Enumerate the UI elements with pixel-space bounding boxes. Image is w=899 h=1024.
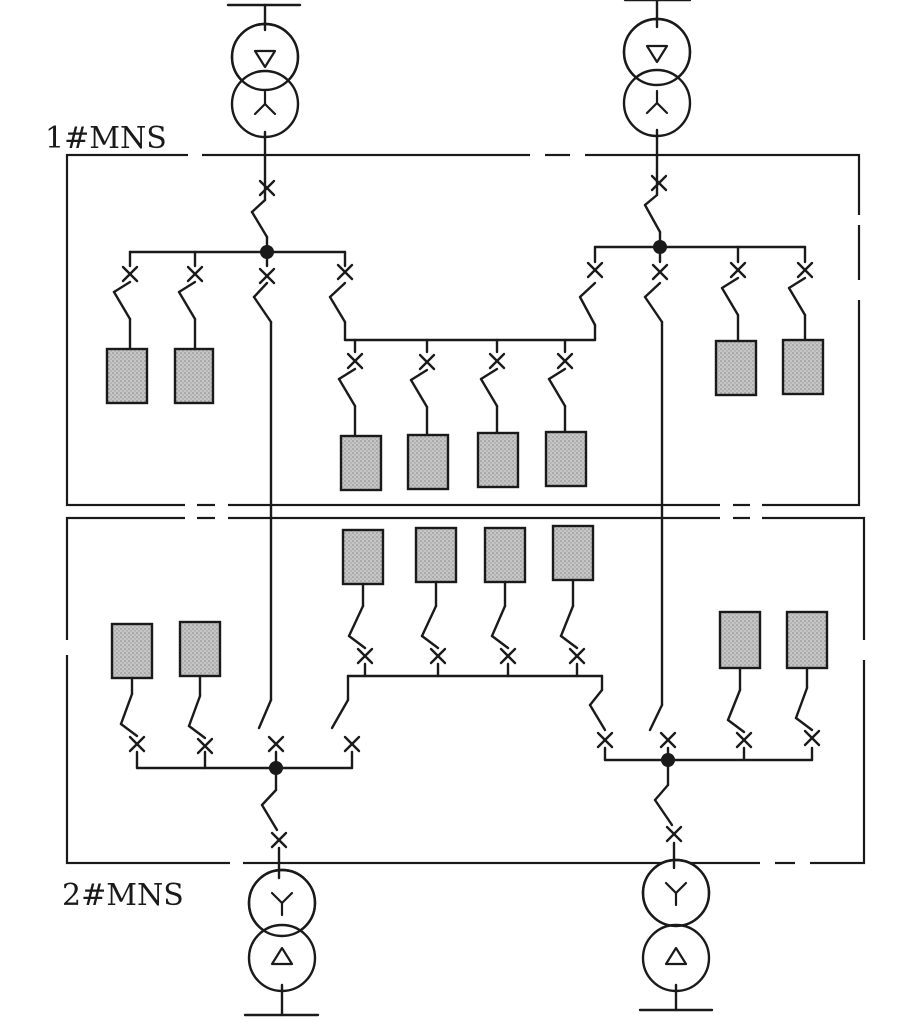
load-cabinet-icon [337, 367, 383, 492]
circuit-breaker-icon [343, 735, 361, 753]
circuit-breaker-icon [346, 352, 364, 370]
circuit-breaker-icon [488, 352, 506, 370]
load-cabinet-icon [406, 368, 450, 491]
circuit-breaker-icon [418, 353, 436, 371]
bus-node-icon [661, 753, 675, 767]
bottom-switchboard-frame [64, 515, 867, 866]
circuit-breaker-icon [429, 647, 447, 665]
circuit-breaker-icon [270, 831, 288, 849]
circuit-breaker-icon [735, 731, 753, 749]
switchboard-2-label: 2#MNS [62, 878, 184, 913]
circuit-breaker-icon [258, 179, 276, 197]
circuit-breaker-icon [196, 737, 214, 755]
circuit-breakers [121, 174, 821, 849]
busbars-and-feeders [128, 0, 814, 1017]
load-cabinet-icon [173, 280, 215, 405]
circuit-breaker-icon [650, 174, 668, 192]
load-cabinet-icon [551, 524, 595, 650]
transformer-icon [247, 868, 317, 993]
circuit-breaker-icon [336, 263, 354, 281]
circuit-breaker-icon [803, 729, 821, 747]
load-cabinet-icon [414, 526, 458, 650]
load-cabinet-icon [714, 276, 758, 397]
bus-nodes [260, 240, 675, 775]
switchboard-1-label: 1#MNS [45, 121, 167, 156]
load-cabinet-icon [178, 620, 222, 740]
bus-node-icon [260, 245, 274, 259]
load-cabinet-icon [476, 367, 520, 489]
circuit-breaker-icon [596, 731, 614, 749]
transformers [230, 17, 711, 993]
circuit-breaker-icon [651, 263, 669, 281]
load-cabinet-icon [544, 367, 588, 488]
transformer-icon [622, 17, 692, 138]
load-cabinet-icon [341, 528, 385, 650]
transformer-icon [641, 858, 711, 993]
load-cabinet-icon [483, 526, 527, 650]
circuit-breaker-icon [556, 352, 574, 370]
circuit-breaker-icon [568, 647, 586, 665]
bus-node-icon [269, 761, 283, 775]
load-cabinet-icon [781, 276, 825, 396]
load-cabinet-icon [718, 610, 762, 734]
top-switchboard-frame [65, 152, 862, 508]
circuit-breaker-icon [258, 267, 276, 285]
transformer-icon [230, 22, 300, 139]
circuit-breaker-icon [499, 647, 517, 665]
circuit-breaker-icon [128, 735, 146, 753]
circuit-breaker-icon [121, 265, 139, 283]
load-cabinet-icon [785, 610, 829, 732]
circuit-breaker-icon [186, 265, 204, 283]
circuit-breaker-icon [796, 261, 814, 279]
circuit-breaker-icon [586, 261, 604, 279]
load-cabinets [105, 276, 829, 740]
circuit-breaker-icon [729, 261, 747, 279]
bus-node-icon [653, 240, 667, 254]
circuit-breaker-icon [267, 735, 285, 753]
circuit-breaker-icon [665, 825, 683, 843]
circuit-breaker-icon [659, 731, 677, 749]
load-cabinet-icon [105, 280, 149, 405]
circuit-breaker-icon [356, 647, 374, 665]
load-cabinet-icon [110, 622, 154, 738]
